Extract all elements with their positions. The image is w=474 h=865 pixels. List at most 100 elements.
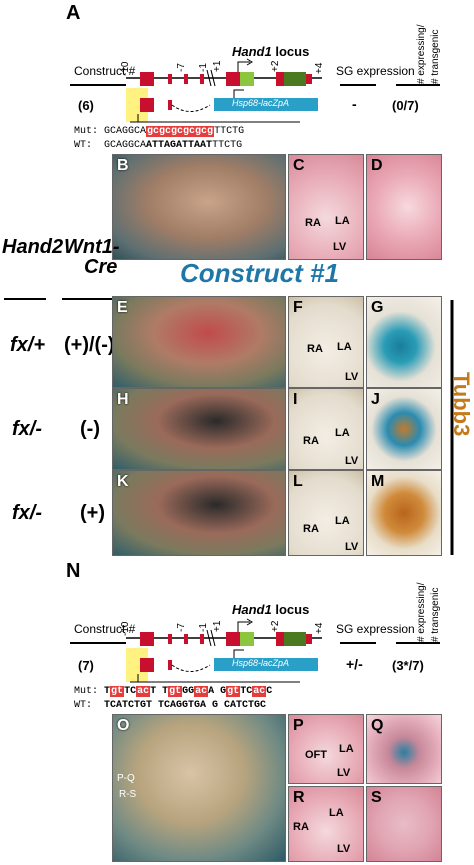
cre-row-2: (-): [80, 418, 100, 440]
mut-segment-n: gt: [168, 686, 183, 697]
photo-letter-r: R: [293, 789, 305, 806]
section-label-i-la: LA: [335, 427, 350, 439]
genotype-row-2: fx/-: [12, 418, 42, 440]
section-label-c-ra: RA: [305, 217, 321, 229]
locus-diagram-n: [126, 618, 322, 683]
header-rule-a1: [70, 84, 126, 86]
mut-segment-n: gt: [226, 686, 241, 697]
panel-letter-n: N: [66, 560, 81, 582]
marker-a-5: +2: [270, 60, 281, 72]
section-label-c-lv: LV: [333, 241, 347, 253]
marker-n-5: +2: [270, 620, 281, 632]
photo-letter-q: Q: [371, 717, 384, 734]
mut-segment-n: T: [104, 686, 111, 697]
marker-a-6: +4: [314, 62, 325, 74]
header-rule-a3: [396, 84, 440, 86]
wnt1-header-2: Cre: [84, 256, 118, 278]
photo-letter-s: S: [371, 789, 382, 806]
section-photo-f: F RA LA LV: [288, 296, 364, 388]
marker-n-3: -1: [198, 623, 209, 632]
section-label-c-la: LA: [335, 215, 350, 227]
locus-title-a: Hand1 locus: [232, 44, 309, 59]
section-photo-d: D: [366, 154, 442, 260]
section-photo-l: L RA LA LV: [288, 470, 364, 556]
mut-segment-n: ac: [252, 686, 267, 697]
header-rule-n1: [70, 642, 126, 644]
wt-suffix-a: TTCTG: [212, 140, 243, 151]
hand2-header: Hand2: [2, 236, 64, 258]
section-label-i-ra: RA: [303, 435, 319, 447]
mut-segment-n: TC: [240, 686, 253, 697]
expressing-value-n: (3*/7): [392, 658, 424, 673]
mut-label-n: Mut:: [74, 686, 99, 697]
expressing-value-a: (0/7): [392, 98, 419, 113]
sg-header-a: SG expression: [336, 64, 415, 78]
reporter-label-a: Hsp68-lacZpA: [232, 98, 290, 108]
marker-n-6: +4: [314, 622, 325, 634]
wt-prefix-a: GCAGGCA: [104, 140, 147, 151]
mut-prefix-a: GCAGGCA: [104, 126, 147, 137]
section-label-l-la: LA: [335, 515, 350, 527]
section-label-l-ra: RA: [303, 523, 319, 535]
wt-label-a: WT:: [74, 140, 93, 151]
section-label-f-la: LA: [337, 341, 352, 353]
mut-segment-n: T T: [150, 686, 169, 697]
marker-a-1: -10: [120, 61, 131, 76]
wt-text-n: TCATCTGT TCAGGTGA G CATCTGC: [104, 700, 267, 711]
photo-letter-e: E: [117, 299, 128, 316]
expressing-header-n-2: # transgenic: [430, 587, 441, 642]
marker-a-3: -1: [198, 63, 209, 72]
header-rule-a2: [340, 84, 376, 86]
photo-letter-o: O: [117, 717, 130, 734]
sg-value-a: -: [352, 96, 357, 112]
embryo-photo-h: H: [112, 388, 286, 470]
marker-n-4: +1: [212, 620, 223, 632]
section-photo-r: R RA LA LV: [288, 786, 364, 862]
embryo-photo-k: K: [112, 470, 286, 556]
photo-letter-i: I: [293, 391, 298, 408]
embryo-photo-b: B: [112, 154, 286, 260]
photo-letter-c: C: [293, 157, 305, 174]
expressing-header-n-1: # expressing/: [416, 582, 427, 642]
tubb3-label: Tubb3: [449, 372, 474, 437]
section-label-r-lv: LV: [337, 843, 351, 855]
photo-letter-g: G: [371, 299, 384, 316]
locus-diagram-a: [126, 58, 322, 123]
mut-segment-n: GG: [182, 686, 195, 697]
cre-row-3: (+): [80, 502, 105, 524]
section-label-p-la: LA: [339, 743, 354, 755]
locus-title-n: Hand1 locus: [232, 602, 309, 617]
gene-name-a: Hand1: [232, 44, 272, 59]
mut-segments-n: TgtTCacT TgtGGacA GgtTCacC: [104, 686, 272, 697]
section-label-f-lv: LV: [345, 371, 359, 383]
section-photo-s: S: [366, 786, 442, 862]
wt-bold-a: ATTAGATTAAT: [146, 140, 213, 151]
embryo-photo-e: E: [112, 296, 286, 388]
marker-a-2: -7: [176, 63, 187, 72]
construct-number-a: (6): [78, 98, 94, 113]
construct-header-n: Construct #: [74, 622, 136, 636]
section-label-f-ra: RA: [307, 343, 323, 355]
marker-n-2: -7: [176, 623, 187, 632]
section-photo-g: G: [366, 296, 442, 388]
panel-letter-a: A: [66, 2, 81, 24]
photo-letter-j: J: [371, 391, 380, 408]
photo-letter-h: H: [117, 391, 129, 408]
photo-letter-m: M: [371, 473, 385, 490]
section-label-p-oft: OFT: [305, 749, 327, 761]
section-photo-p: P OFT LA LV: [288, 714, 364, 784]
genotype-row-3: fx/-: [12, 502, 42, 524]
marker-a-4: +1: [212, 60, 223, 72]
mut-mutated-a: gcgcgcgcgcg: [146, 126, 215, 137]
mut-label-a: Mut:: [74, 126, 99, 137]
genotype-row-1: fx/+: [10, 334, 46, 356]
wt-sequence-a: WT: GCAGGCAATTAGATTAATTTCTG: [74, 140, 242, 151]
reporter-label-n: Hsp68-lacZpA: [232, 658, 290, 668]
mut-sequence-n: Mut: TgtTCacT TgtGGacA GgtTCacC: [74, 686, 272, 697]
wt-sequence-n: WT: TCATCTGT TCAGGTGA G CATCTGC: [74, 700, 266, 711]
section-photo-m: M: [366, 470, 442, 556]
mut-segment-n: gt: [110, 686, 125, 697]
section-label-r-la: LA: [329, 807, 344, 819]
locus-word-n: locus: [271, 602, 310, 617]
